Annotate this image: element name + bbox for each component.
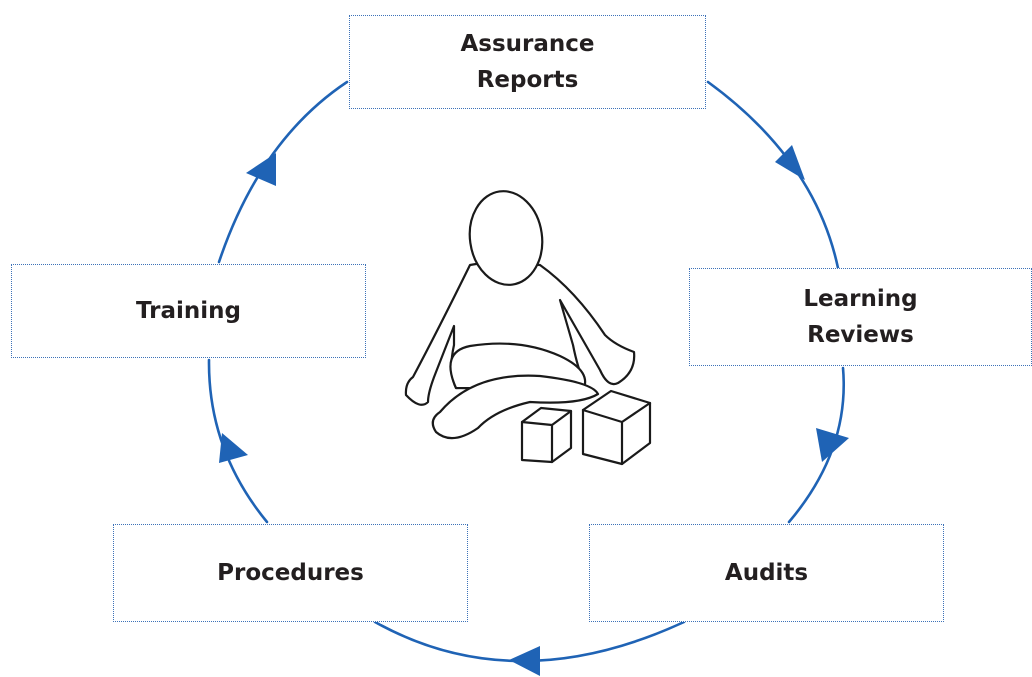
arrowhead-3 [509,646,540,676]
big-cube [581,389,652,466]
arc-assurance-to-learning [706,80,840,270]
audits-box: Audits [589,524,944,622]
arrowhead-4 [219,433,248,463]
audits-label: Audits [724,560,809,586]
arc-procedures-to-training [207,358,269,524]
training-box: Training [11,264,366,358]
training-label: Training [135,298,241,324]
learning-reviews-label: Learning Reviews [803,286,918,348]
assurance-reports-label: Assurance Reports [460,31,595,93]
procedures-label: Procedures [217,560,364,586]
arrowhead-2 [816,428,849,462]
learning-reviews-box: Learning Reviews [689,268,1032,366]
procedures-box: Procedures [113,524,468,622]
assurance-reports-box: Assurance Reports [349,15,706,109]
arrowhead-5 [246,153,276,186]
arc-training-to-assurance [217,80,349,264]
arrowhead-1 [775,145,805,180]
child-leg-front [431,374,600,440]
small-cube [520,406,573,464]
child-head [468,190,544,286]
child-playing-with-blocks-icon [404,190,652,466]
